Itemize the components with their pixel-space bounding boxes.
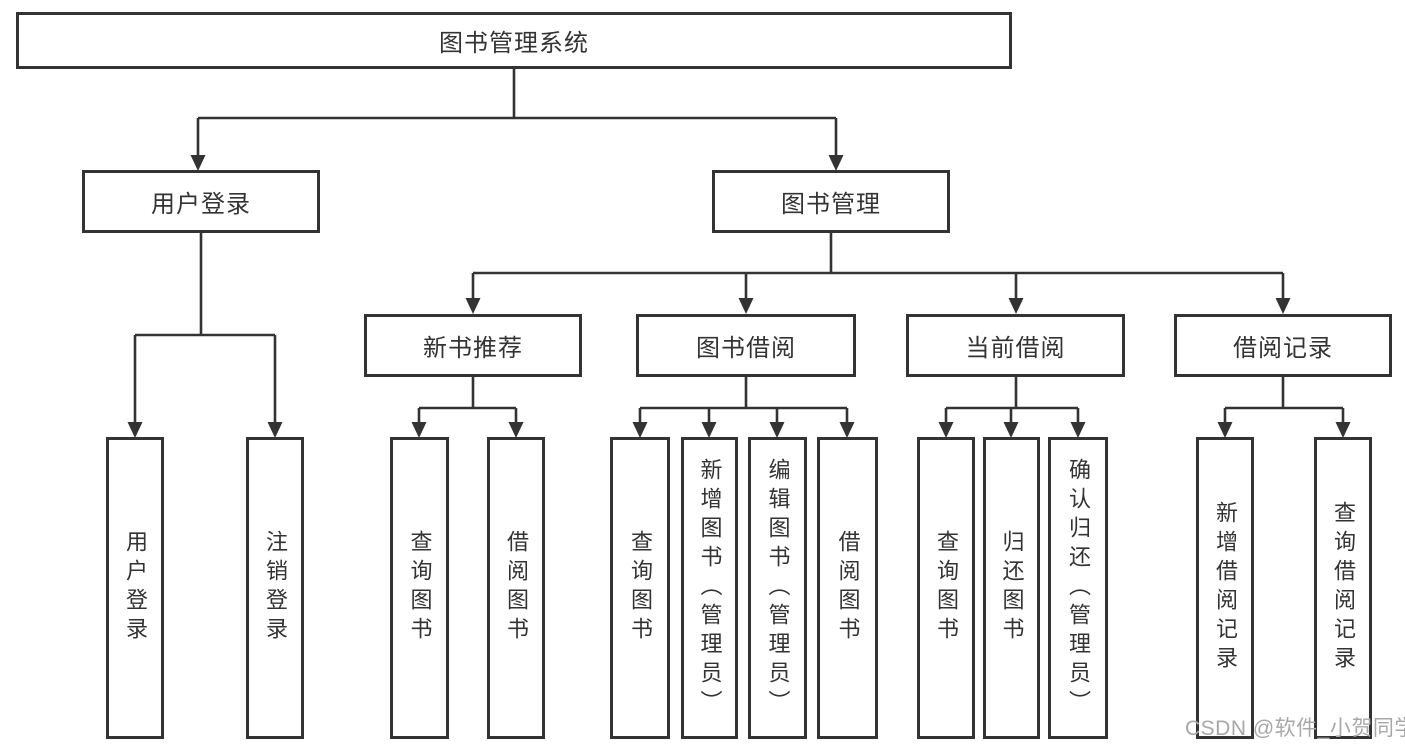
leaf-recommend-query-books: 查询图书 [390, 437, 449, 739]
leaf-current-query-books-label: 查询图书 [934, 530, 959, 646]
node-user-login: 用户登录 [82, 170, 320, 233]
leaf-recommend-query-books-label: 查询图书 [407, 530, 433, 646]
leaf-logout: 注销登录 [246, 437, 304, 739]
node-book-management: 图书管理 [712, 170, 950, 233]
connector-book-management-to-level3 [465, 233, 1291, 314]
node-book-management-label: 图书管理 [781, 191, 881, 218]
connector-root-to-level2 [190, 69, 844, 171]
leaf-borrow-borrow-books: 借阅图书 [817, 437, 878, 739]
node-user-login-label: 用户登录 [151, 191, 251, 218]
node-root: 图书管理系统 [16, 12, 1012, 69]
connector-user-login-to-leaves [127, 233, 283, 438]
leaf-recommend-borrow-books-label: 借阅图书 [504, 530, 529, 646]
leaf-borrow-query-books: 查询图书 [610, 437, 670, 739]
leaf-current-return-books-label: 归还图书 [999, 530, 1025, 646]
leaf-logout-label: 注销登录 [263, 530, 288, 646]
leaf-current-return-books: 归还图书 [983, 437, 1040, 739]
leaf-records-query-record-label: 查询借阅记录 [1331, 501, 1356, 675]
connector-borrow-records-to-leaves [1217, 376, 1351, 438]
leaf-borrow-edit-books: 编辑图书（管理员） [748, 437, 807, 739]
leaf-records-query-record: 查询借阅记录 [1314, 437, 1372, 739]
leaf-borrow-query-books-label: 查询图书 [628, 530, 653, 646]
leaf-borrow-edit-books-label: 编辑图书（管理员） [765, 457, 791, 719]
leaf-current-confirm-return-label: 确认归还（管理员） [1066, 457, 1091, 719]
watermark: CSDN @软件_小贺同学 [1185, 717, 1405, 740]
leaf-current-query-books: 查询图书 [917, 437, 975, 739]
connector-current-borrow-to-leaves [938, 376, 1086, 438]
leaf-records-add-record-label: 新增借阅记录 [1213, 501, 1238, 675]
leaf-borrow-add-books: 新增图书（管理员） [681, 437, 738, 739]
node-new-book-recommend-label: 新书推荐 [423, 335, 523, 362]
node-current-borrow: 当前借阅 [906, 314, 1125, 377]
leaf-borrow-add-books-label: 新增图书（管理员） [697, 457, 723, 719]
node-new-book-recommend: 新书推荐 [364, 314, 582, 377]
leaf-current-confirm-return: 确认归还（管理员） [1048, 437, 1108, 739]
leaf-records-add-record: 新增借阅记录 [1196, 437, 1254, 739]
connector-new-book-recommend-to-leaves [411, 376, 524, 438]
node-root-label: 图书管理系统 [439, 30, 589, 57]
leaf-borrow-borrow-books-label: 借阅图书 [835, 530, 861, 646]
node-current-borrow-label: 当前借阅 [965, 335, 1066, 362]
node-borrow-records-label: 借阅记录 [1233, 335, 1333, 362]
node-borrow-records: 借阅记录 [1174, 314, 1392, 377]
leaf-recommend-borrow-books: 借阅图书 [487, 437, 545, 739]
connector-book-borrow-to-leaves [632, 376, 855, 438]
node-book-borrow-label: 图书借阅 [696, 335, 796, 362]
leaf-user-login: 用户登录 [106, 437, 164, 739]
node-book-borrow: 图书借阅 [636, 314, 856, 377]
leaf-user-login-label: 用户登录 [123, 530, 148, 646]
